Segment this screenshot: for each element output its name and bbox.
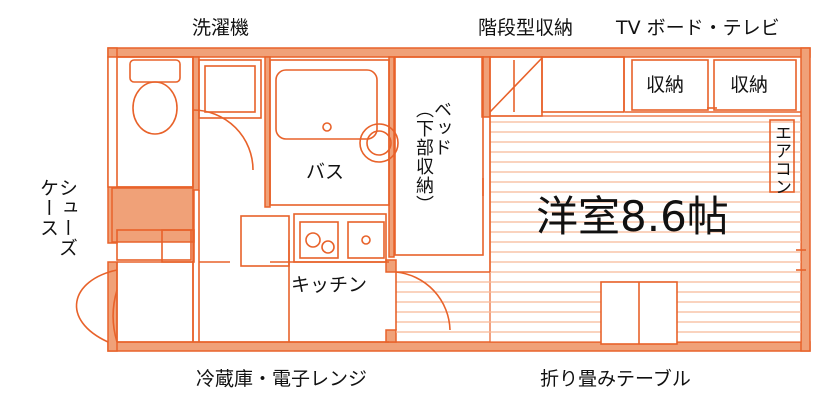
- tv-board-label: TV ボード・テレビ: [616, 17, 780, 39]
- washing-machine: [198, 59, 262, 119]
- washing-machine-label: 洗濯機: [192, 17, 250, 39]
- bathtub: [275, 69, 378, 140]
- aircon-label: エアコン: [771, 124, 791, 196]
- fixtures: [75, 56, 806, 345]
- storage-label-2: 収納: [730, 74, 769, 96]
- kitchen-label: キッチン: [291, 274, 368, 296]
- room-label: 洋室8.6帖: [536, 192, 729, 241]
- stair-storage-label: 階段型収納: [478, 17, 574, 39]
- bed: [394, 56, 484, 256]
- table-label: 折り畳みテーブル: [540, 368, 691, 390]
- shoes-case-label: シューズ ケース: [37, 178, 78, 258]
- bath-label: バス: [306, 161, 345, 183]
- fridge-label: 冷蔵庫・電子レンジ: [196, 368, 368, 390]
- storage-label-1: 収納: [646, 74, 685, 96]
- toilet-bowl: [132, 81, 178, 135]
- bed-label: ベッド （下部収納）: [413, 100, 452, 214]
- fridge: [240, 215, 290, 267]
